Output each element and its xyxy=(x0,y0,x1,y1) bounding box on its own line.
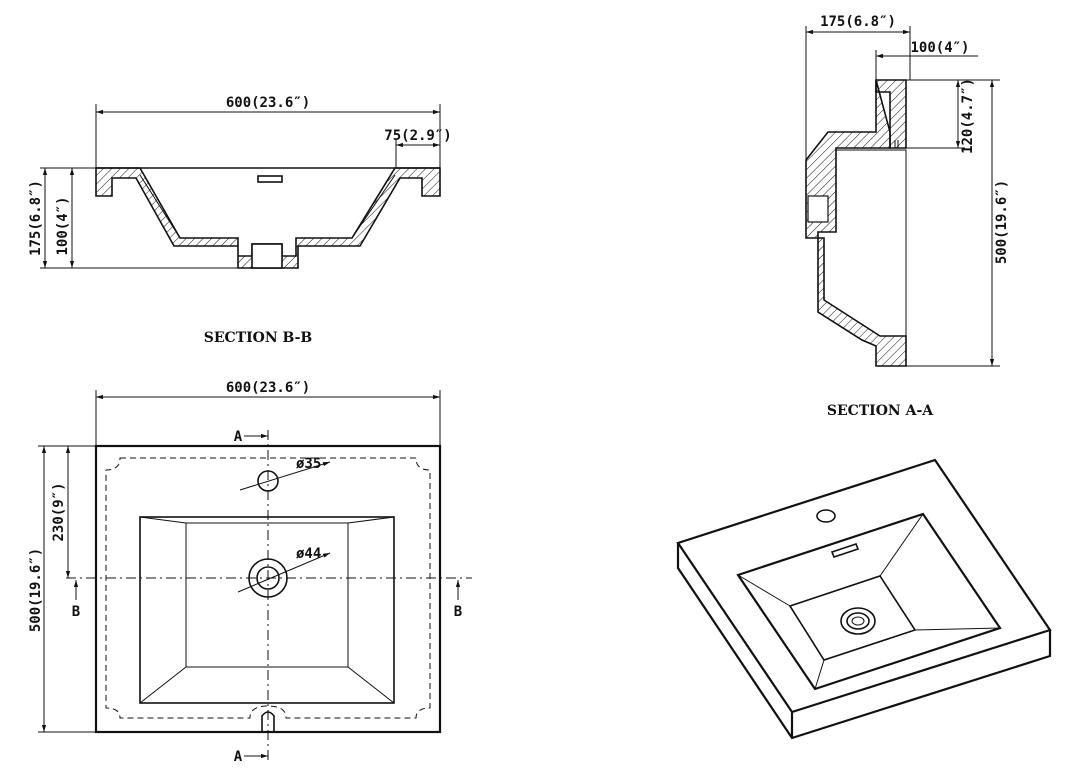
iso-drain xyxy=(840,607,876,635)
isometric-view xyxy=(676,458,1052,740)
section-aa-view: 175(6.8″) 100(4″) 120(4.7″) 500(19.6″) S… xyxy=(805,14,1010,419)
faucet-hole-label: ø35 xyxy=(296,456,321,472)
section-bb-title: SECTION B-B xyxy=(204,330,313,346)
overflow-slot xyxy=(257,175,283,183)
section-bb-view: 600(23.6″) 75(2.9″) 175(6.8″) 100(4″) SE… xyxy=(28,95,452,346)
drain-label: ø44 xyxy=(296,546,321,562)
iso-faucet-hole xyxy=(816,509,836,523)
iso-overflow xyxy=(830,543,860,558)
plan-width-label: 600(23.6″) xyxy=(226,380,310,396)
faucet-hole xyxy=(257,470,279,492)
bowl-outer xyxy=(139,516,395,704)
section-bb-width-label: 600(23.6″) xyxy=(226,95,310,111)
bowl-inner xyxy=(185,522,349,668)
drain-outer xyxy=(248,558,288,598)
drain-inner xyxy=(256,566,280,590)
section-aa-top-label: 175(6.8″) xyxy=(820,14,896,30)
section-aa-length-label: 500(19.6″) xyxy=(994,180,1010,264)
section-bb-depth-label: 100(4″) xyxy=(55,196,71,255)
cut-a-bottom-label: A xyxy=(234,749,243,765)
cut-b-right-label: B xyxy=(454,604,462,620)
section-aa-depth-label: 100(4″) xyxy=(910,40,969,56)
cut-a-top-label: A xyxy=(234,429,243,445)
drain-section xyxy=(251,243,283,269)
section-bb-rim-label: 75(2.9″) xyxy=(384,128,451,144)
section-aa-faucet-label: 120(4.7″) xyxy=(960,78,976,154)
section-bb-height-label: 175(6.8″) xyxy=(28,180,44,256)
plan-offset-label: 230(9″) xyxy=(51,482,67,541)
plan-length-label: 500(19.6″) xyxy=(28,548,44,632)
section-aa-drain xyxy=(807,195,829,223)
cut-b-left-label: B xyxy=(72,604,80,620)
section-aa-title: SECTION A-A xyxy=(827,403,934,419)
plan-view: 600(23.6″) ø35 ø44 A A B xyxy=(28,380,472,765)
